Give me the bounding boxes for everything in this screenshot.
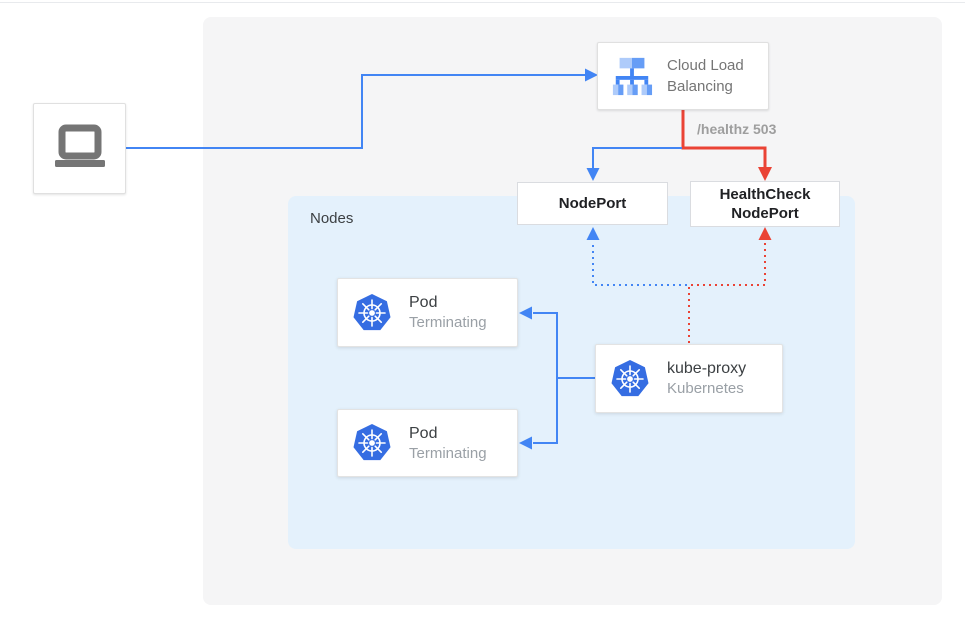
- nodes-label: Nodes: [310, 210, 354, 227]
- pod-status: Terminating: [409, 444, 487, 462]
- healthz-status-label: /healthz 503: [697, 121, 777, 137]
- pod-status: Terminating: [409, 314, 487, 331]
- pod-box-2: Pod Terminating: [337, 409, 518, 477]
- kubernetes-icon: [611, 359, 649, 396]
- kubernetes-icon: [353, 293, 391, 330]
- nodeport-box: NodePort: [517, 182, 668, 225]
- nodeport-label: NodePort: [558, 195, 627, 212]
- pod-title: Pod: [409, 294, 438, 311]
- pod-text: Pod Terminating: [409, 423, 487, 464]
- kube-proxy-title: kube-proxy: [667, 360, 747, 377]
- healthcheck-nodeport-box: HealthCheck NodePort: [690, 181, 840, 227]
- kube-proxy-text: kube-proxy Kubernetes: [667, 358, 746, 399]
- load-balancer-label: Cloud Load Balancing: [667, 57, 744, 95]
- client-laptop: [33, 103, 126, 194]
- cloud-load-balancing-box: Cloud Load Balancing: [597, 42, 769, 110]
- pod-text: Pod Terminating: [409, 292, 487, 333]
- kube-proxy-box: kube-proxy Kubernetes: [595, 344, 783, 413]
- top-divider: [0, 2, 965, 3]
- load-balancer-icon: [612, 57, 653, 96]
- kubernetes-icon: [353, 424, 391, 461]
- healthcheck-label-line2: NodePort: [731, 205, 799, 222]
- laptop-icon: [54, 124, 105, 167]
- pod-title: Pod: [409, 424, 438, 442]
- healthcheck-label-line1: HealthCheck: [719, 186, 811, 203]
- kube-proxy-subtitle: Kubernetes: [667, 380, 744, 397]
- pod-box-1: Pod Terminating: [337, 278, 518, 347]
